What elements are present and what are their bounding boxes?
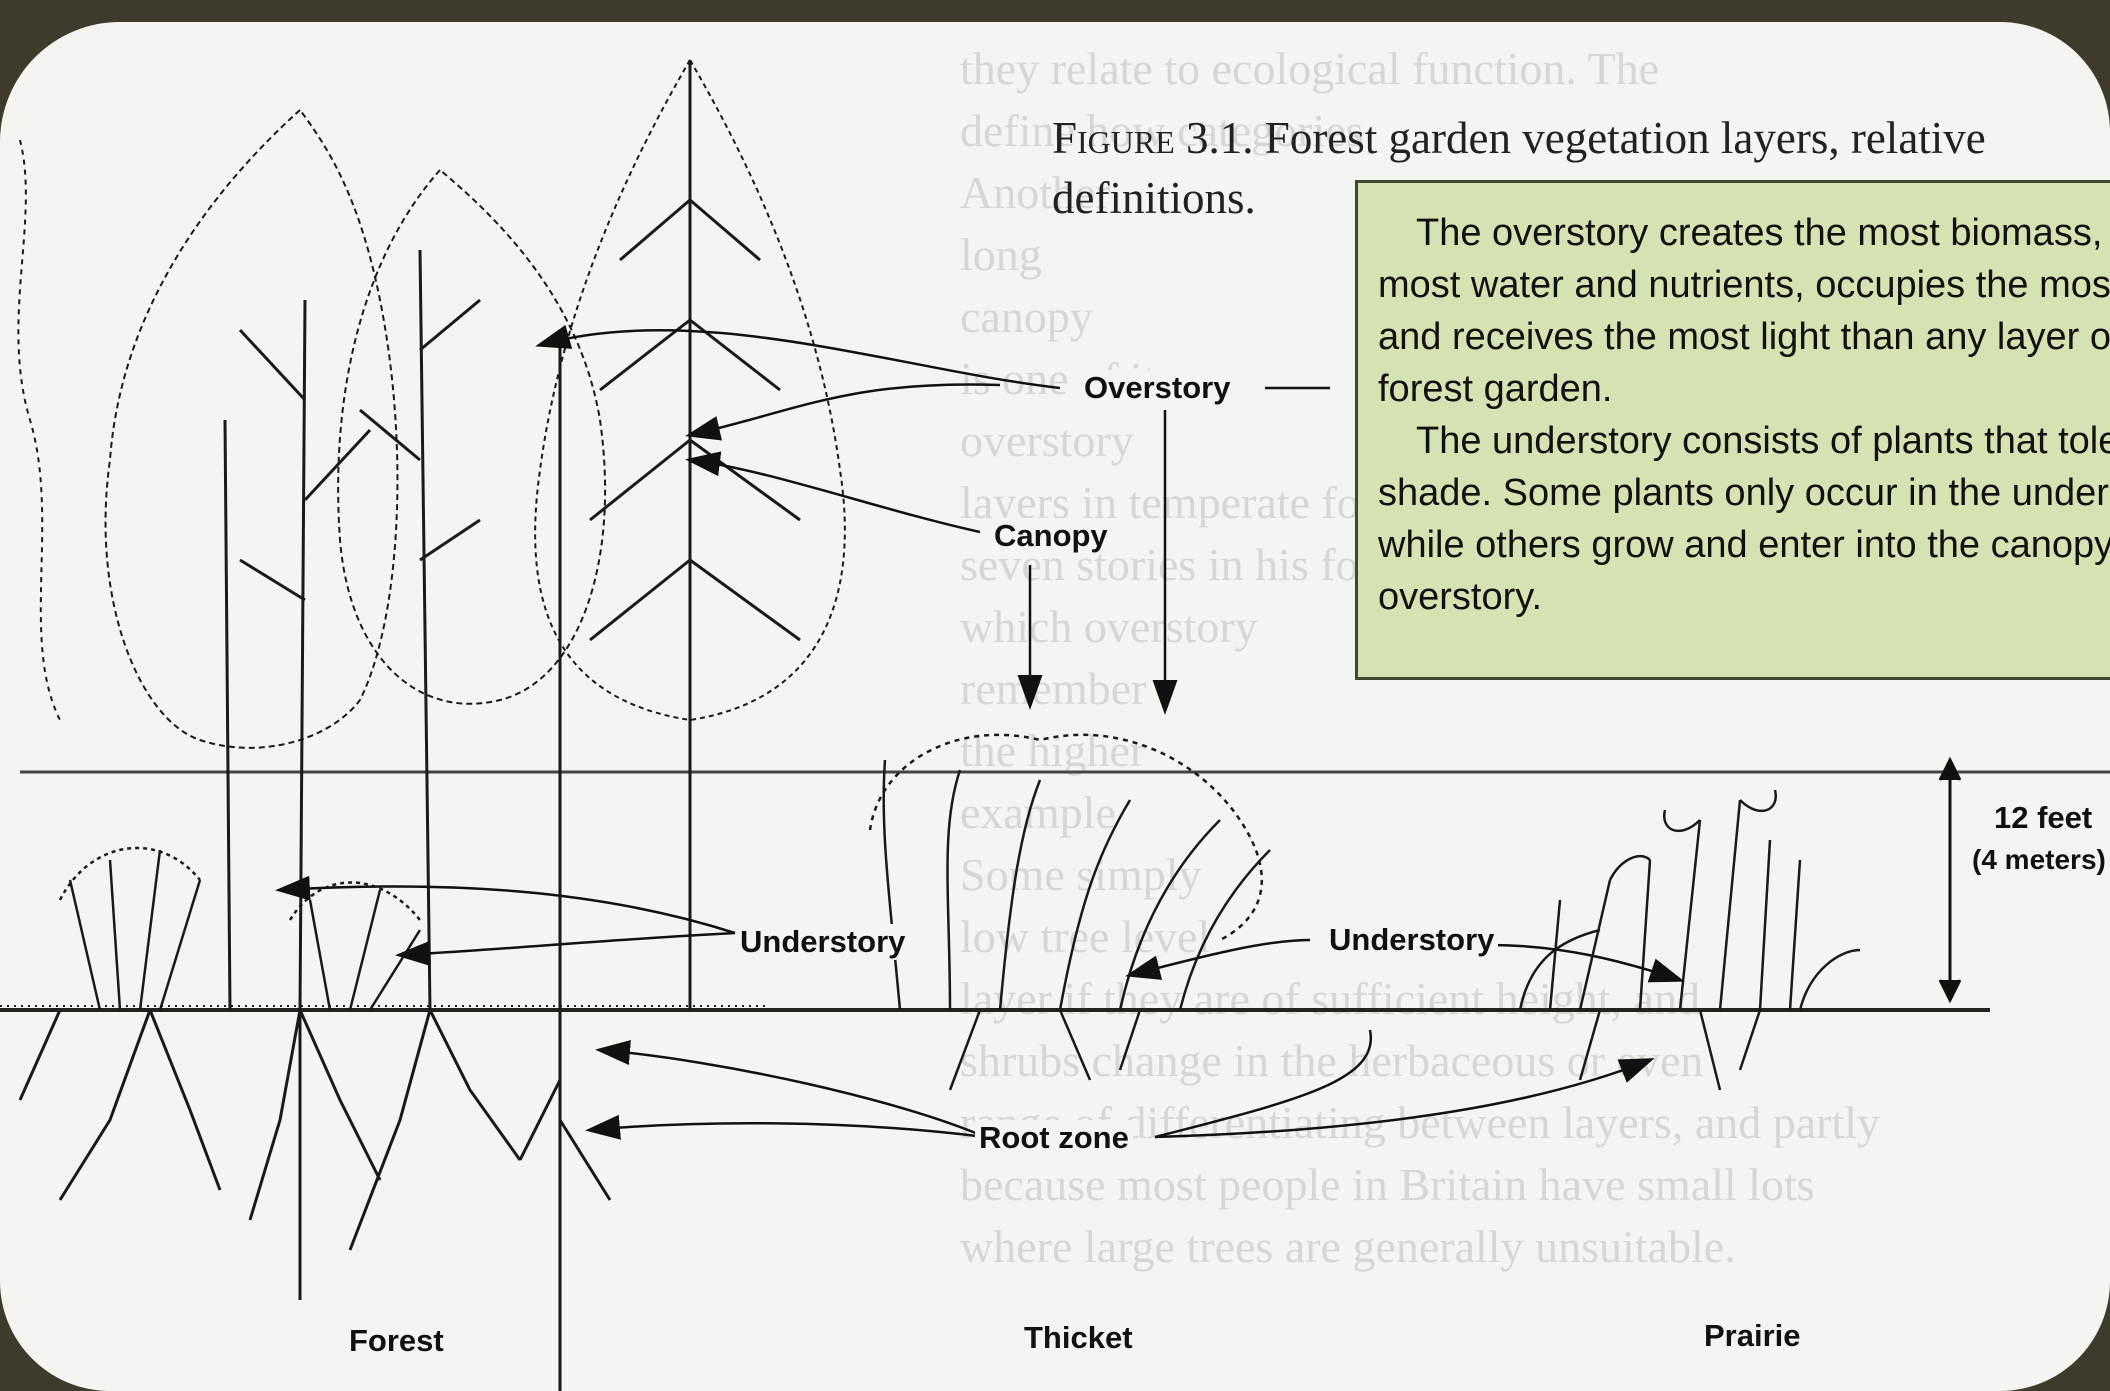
figure-number: Figure 3.1. xyxy=(1052,113,1254,163)
annotation-callout: The overstory creates the most biomass, … xyxy=(1355,180,2110,680)
label-overstory: Overstory xyxy=(1080,370,1234,406)
label-prairie: Prairie xyxy=(1700,1318,1805,1354)
label-height-feet: 12 feet xyxy=(1990,800,2096,836)
forest-trees-illustration xyxy=(18,60,844,1010)
forest-understory-illustration xyxy=(60,848,420,1010)
label-canopy: Canopy xyxy=(990,518,1112,554)
height-indicator xyxy=(1940,760,1960,1000)
thicket-shrubs-illustration xyxy=(870,735,1270,1090)
label-root-zone: Root zone xyxy=(975,1120,1133,1156)
label-height-meters: (4 meters) xyxy=(1968,842,2110,878)
label-forest: Forest xyxy=(345,1323,448,1359)
callout-overstory-text: The overstory creates the most biomass, … xyxy=(1378,207,2110,415)
label-understory-prairie: Understory xyxy=(1325,922,1498,958)
label-thicket: Thicket xyxy=(1020,1320,1137,1356)
label-understory-forest: Understory xyxy=(736,924,909,960)
forest-roots-illustration xyxy=(20,1010,610,1391)
callout-understory-text: The understory consists of plants that t… xyxy=(1378,415,2110,623)
prairie-plants-illustration xyxy=(1520,790,1860,1090)
